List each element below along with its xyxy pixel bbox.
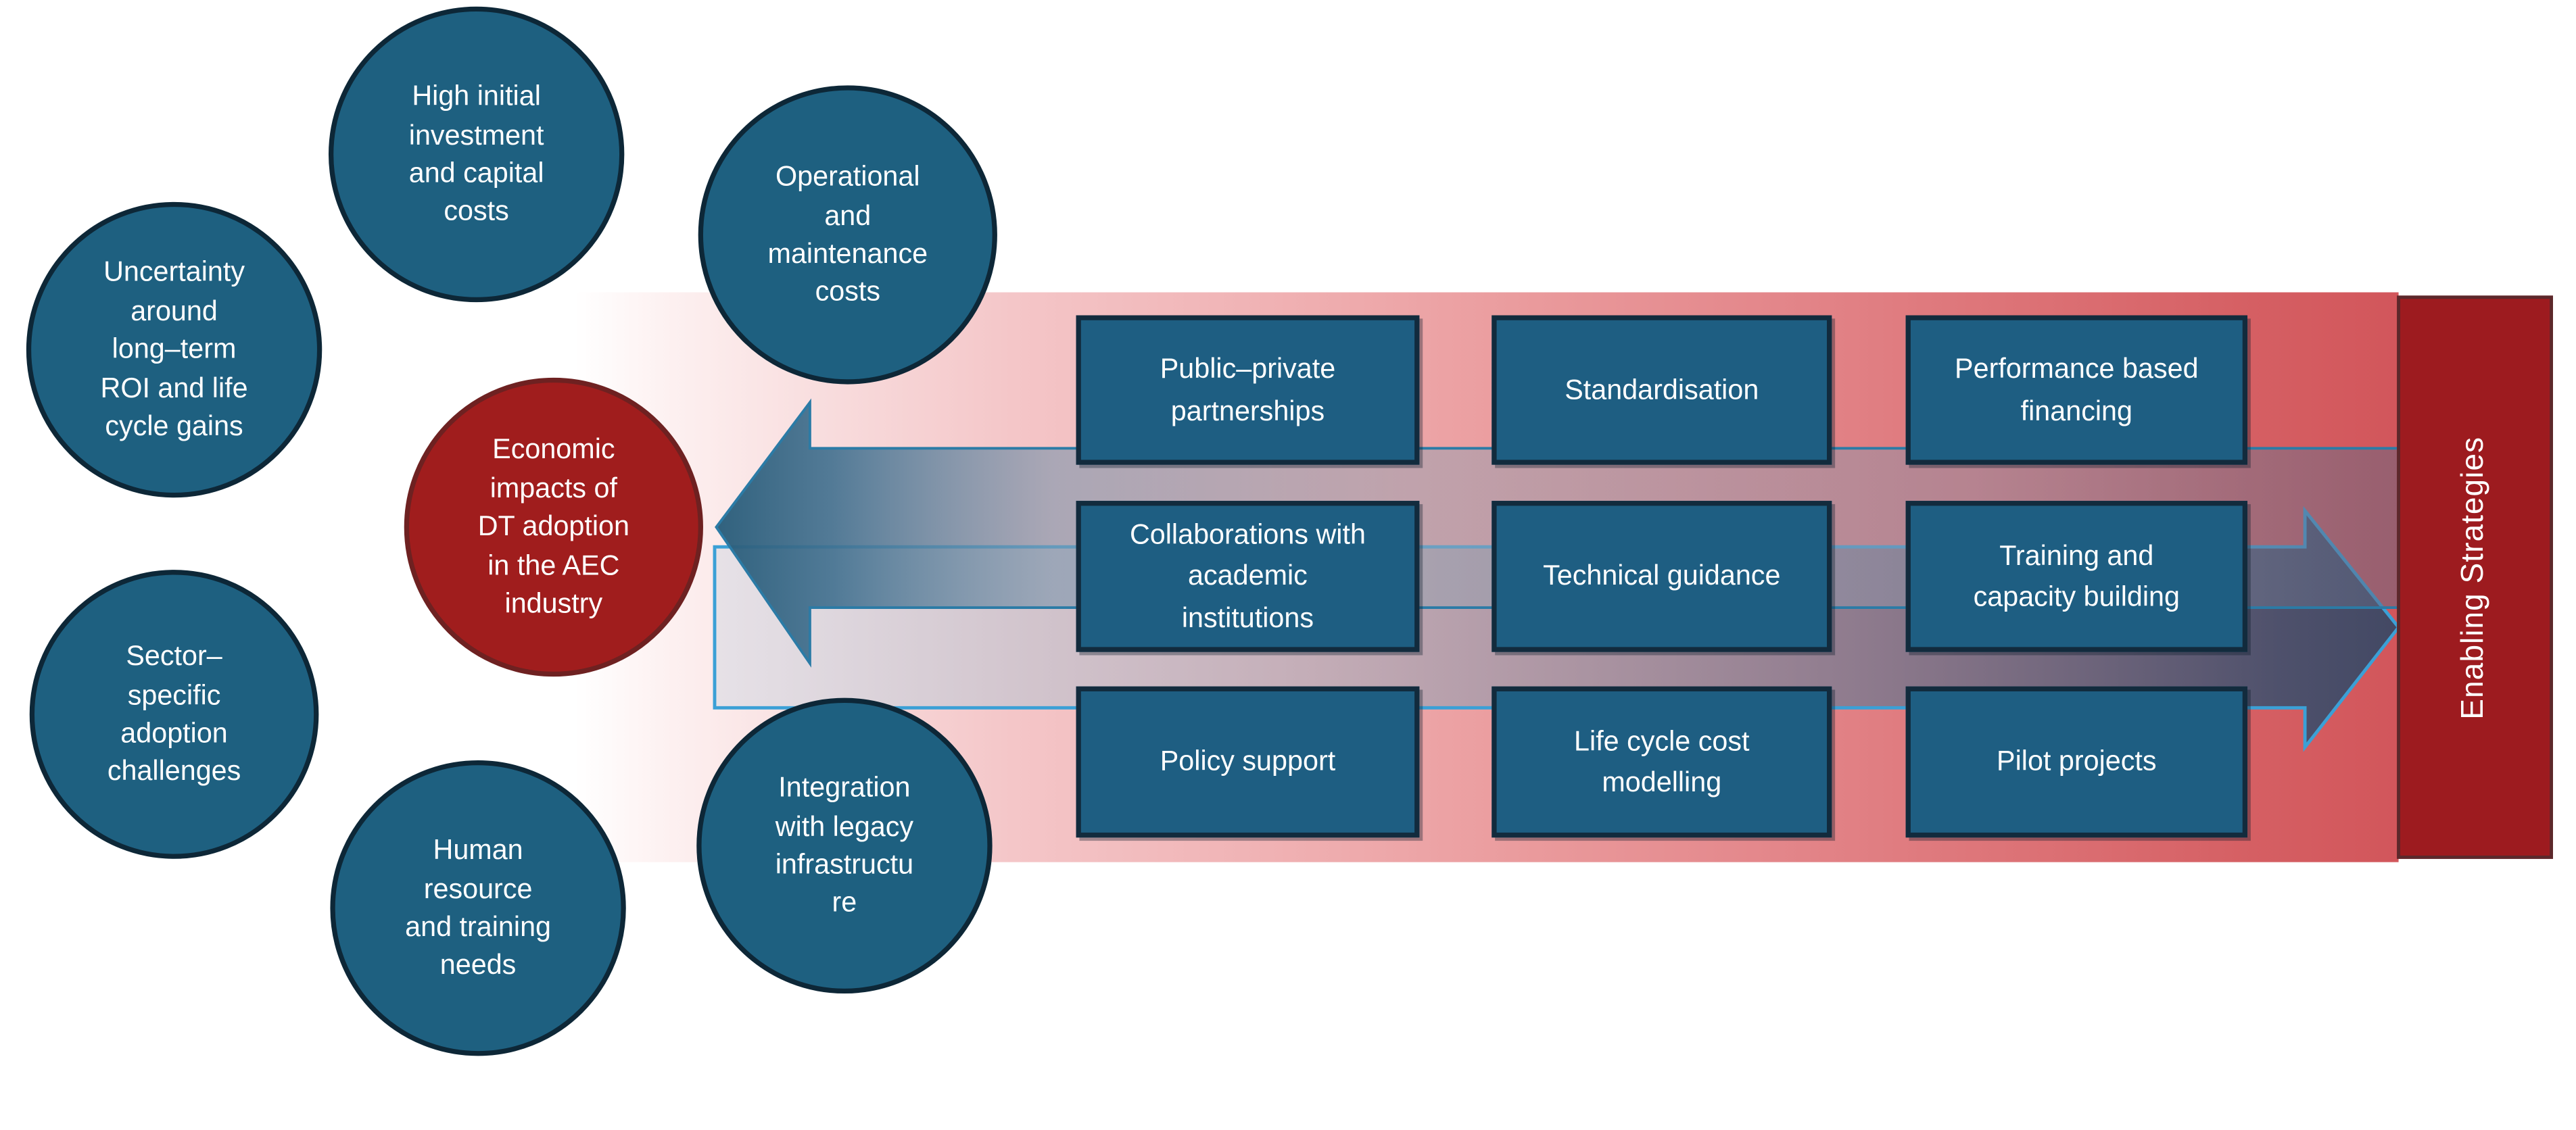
challenge-circle-sector-specific: Sector– specific adoption challenges (29, 570, 319, 859)
challenge-circle-legacy-integration: Integration with legacy infrastructu re (696, 697, 993, 994)
strategy-box-public-private-partnerships: Public–private partnerships (1076, 315, 1420, 465)
strategy-box-pilot-projects: Pilot projects (1905, 686, 2248, 838)
strategy-box-standardisation: Standardisation (1492, 315, 1832, 465)
strategy-box-collaborations-academic: Collaborations with academic institution… (1076, 501, 1420, 652)
central-topic-circle: Economic impacts of DT adoption in the A… (404, 377, 703, 677)
strategy-box-performance-based-financing: Performance based financing (1905, 315, 2248, 465)
challenge-circle-human-resource: Human resource and training needs (330, 760, 626, 1056)
strategy-box-life-cycle-cost: Life cycle cost modelling (1492, 686, 1832, 838)
challenge-circle-operational-maintenance: Operational and maintenance costs (698, 85, 997, 385)
strategy-box-policy-support: Policy support (1076, 686, 1420, 838)
challenge-circle-roi-uncertainty: Uncertainty around long–term ROI and lif… (26, 201, 323, 498)
enabling-strategies-bar: Enabling Strategies (2397, 295, 2553, 859)
challenge-circle-high-initial-costs: High initial investment and capital cost… (328, 6, 625, 303)
enabling-strategies-label: Enabling Strategies (2456, 435, 2491, 719)
strategy-box-technical-guidance: Technical guidance (1492, 501, 1832, 652)
strategy-box-training-capacity: Training and capacity building (1905, 501, 2248, 652)
